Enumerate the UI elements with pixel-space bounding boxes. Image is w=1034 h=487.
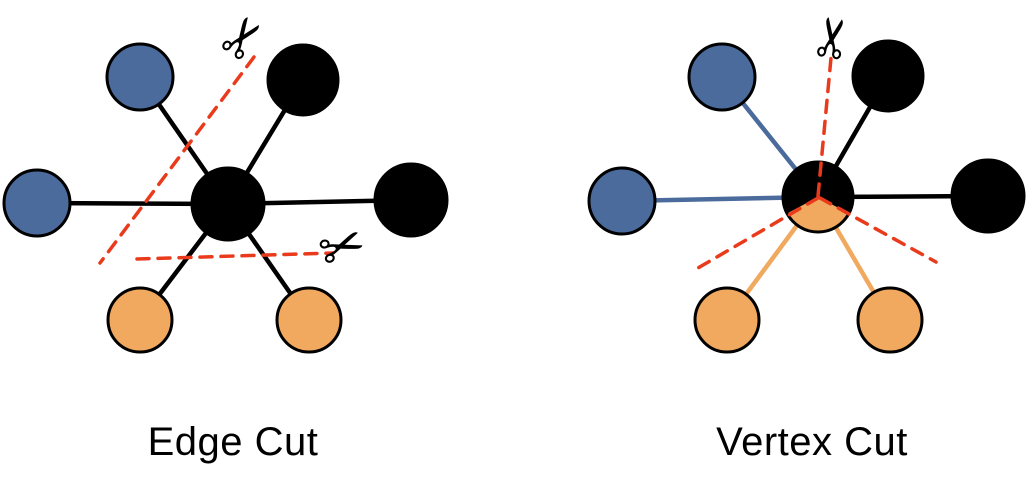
edge-cut-scissors-icon-1: ✂ <box>204 1 282 74</box>
edge-cut-node-bottom-right <box>275 286 343 354</box>
vertex-cut-node-bottom-right <box>856 286 924 354</box>
vertex-cut-diagram: ✂ <box>587 10 1026 354</box>
vertex-cut-label: Vertex Cut <box>716 420 908 464</box>
vertex-cut-cut-line-2 <box>696 196 820 270</box>
vertex-cut-cut-line-3 <box>818 196 938 264</box>
vertex-cut-cut-line-1 <box>816 56 833 198</box>
edge-cut-node-top-right <box>266 43 340 117</box>
vertex-cut-scissors-icon-1: ✂ <box>798 10 868 66</box>
vertex-cut-node-right <box>950 158 1026 234</box>
edge-cut-diagram: ✂✂ <box>2 1 449 354</box>
edge-cut-node-top-left <box>105 42 175 112</box>
edge-cut-node-right <box>373 162 449 238</box>
edge-cut-node-left <box>2 168 72 238</box>
vertex-cut-node-top-left <box>687 42 757 112</box>
vertex-cut-center-wedge <box>788 197 848 231</box>
edge-cut-cut-line-1 <box>98 55 256 265</box>
edge-cut-node-bottom-left <box>106 286 174 354</box>
vertex-cut-node-left <box>587 166 657 236</box>
edge-cut-node-center <box>190 166 266 242</box>
edge-cut-cut-line-2 <box>135 251 335 261</box>
edge-cut-label: Edge Cut <box>147 420 319 464</box>
vertex-cut-node-top-right <box>851 39 925 113</box>
edge-cut-scissors-icon-2: ✂ <box>310 210 374 285</box>
vertex-cut-node-bottom-left <box>693 286 761 354</box>
